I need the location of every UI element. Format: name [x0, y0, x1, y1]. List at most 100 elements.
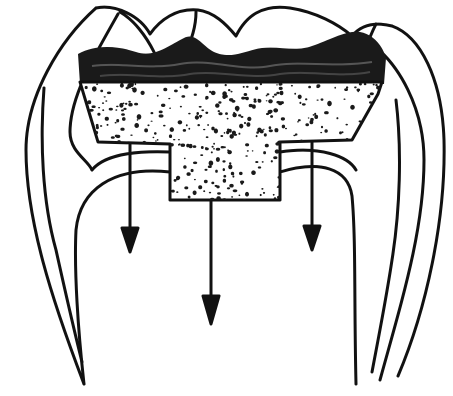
stipple-dot [268, 99, 273, 103]
stipple-dot [338, 150, 341, 152]
stipple-dot [136, 160, 138, 162]
stipple-dot [321, 179, 325, 183]
stipple-dot [112, 197, 116, 200]
stipple-dot [125, 103, 127, 105]
stipple-dot [260, 194, 262, 196]
stipple-dot [273, 108, 278, 112]
stipple-dot [136, 184, 139, 187]
stipple-dot [238, 114, 241, 116]
stipple-dot [256, 135, 258, 137]
stipple-dot [364, 83, 367, 85]
stipple-dot [161, 177, 165, 181]
stipple-dot [82, 153, 86, 156]
stipple-dot [374, 132, 378, 135]
stipple-dot [162, 192, 166, 196]
stipple-dot [140, 175, 142, 178]
stipple-dot [205, 147, 207, 149]
stipple-dot [183, 165, 186, 169]
stipple-dot [283, 193, 285, 195]
stipple-dot [144, 128, 148, 132]
stipple-dot [127, 84, 131, 89]
stipple-dot [174, 90, 178, 93]
stipple-dot [344, 155, 346, 157]
stipple-dot [235, 106, 240, 111]
stipple-dot [367, 183, 369, 184]
stipple-dot [186, 124, 188, 126]
stipple-dot [82, 143, 85, 145]
stipple-dot [140, 193, 143, 197]
stipple-dot [273, 194, 275, 196]
stipple-dot [229, 129, 232, 133]
stipple-dot [280, 91, 284, 95]
stipple-dot [207, 124, 209, 126]
stipple-dot [96, 124, 99, 127]
stipple-dot [323, 155, 326, 157]
stipple-dot [348, 150, 350, 151]
stipple-dot [265, 144, 269, 148]
stipple-dot [357, 89, 361, 92]
stipple-dot [209, 161, 214, 166]
stipple-dot [284, 159, 287, 162]
stipple-dot [274, 197, 277, 199]
stipple-dot [105, 100, 107, 102]
stipple-dot [96, 84, 98, 85]
stipple-dot [367, 166, 369, 168]
stipple-dot [117, 191, 121, 196]
stipple-dot [223, 179, 226, 183]
stipple-dot [257, 128, 261, 133]
stipple-dot [234, 134, 238, 136]
stipple-dot [180, 106, 182, 108]
stipple-dot [368, 177, 373, 180]
stipple-dot [209, 91, 211, 93]
stipple-dot [169, 107, 171, 109]
stipple-dot [289, 173, 292, 176]
stipple-dot [85, 86, 88, 89]
stipple-dot [329, 163, 333, 167]
stipple-dot [121, 113, 125, 116]
stipple-dot [197, 124, 200, 126]
stipple-dot [140, 146, 143, 148]
stipple-dot [369, 101, 372, 103]
stipple-dot [160, 167, 162, 168]
stipple-dot [93, 175, 98, 178]
stipple-dot [269, 129, 273, 132]
stipple-dot [92, 86, 97, 91]
stipple-dot [270, 115, 273, 118]
stipple-dot [239, 172, 243, 175]
stipple-dot [111, 136, 115, 139]
stipple-dot [163, 88, 167, 92]
stipple-dot [363, 188, 367, 192]
stipple-dot [171, 190, 175, 193]
stipple-dot [88, 181, 91, 184]
stipple-dot [194, 179, 196, 180]
stipple-dot [371, 122, 373, 123]
stipple-dot [324, 111, 329, 114]
stipple-dot [232, 175, 234, 177]
stipple-dot [123, 103, 125, 105]
stipple-dot [157, 95, 159, 97]
left-root-canal-outer [75, 171, 170, 384]
stipple-dot [295, 171, 297, 173]
stipple-dot [85, 112, 87, 114]
stipple-dot [82, 134, 85, 137]
stipple-dot [367, 144, 369, 145]
stipple-dot [267, 93, 270, 95]
stipple-dot [372, 159, 375, 162]
stipple-dot [84, 187, 87, 189]
stipple-dot [84, 176, 86, 177]
stipple-dot [178, 139, 180, 140]
stipple-dot [233, 112, 235, 113]
stipple-dot [373, 144, 376, 146]
stipple-dot [102, 102, 104, 104]
stipple-dot [246, 122, 250, 127]
stipple-dot [120, 167, 123, 171]
stipple-dot [359, 120, 362, 122]
stipple-dot [223, 168, 225, 171]
stipple-dot [117, 191, 120, 194]
stipple-dot [88, 123, 91, 126]
stipple-dot [333, 187, 337, 191]
stipple-dot [214, 129, 218, 134]
stipple-dot [278, 101, 282, 105]
stipple-dot [102, 174, 106, 176]
stipple-dot [365, 139, 369, 142]
